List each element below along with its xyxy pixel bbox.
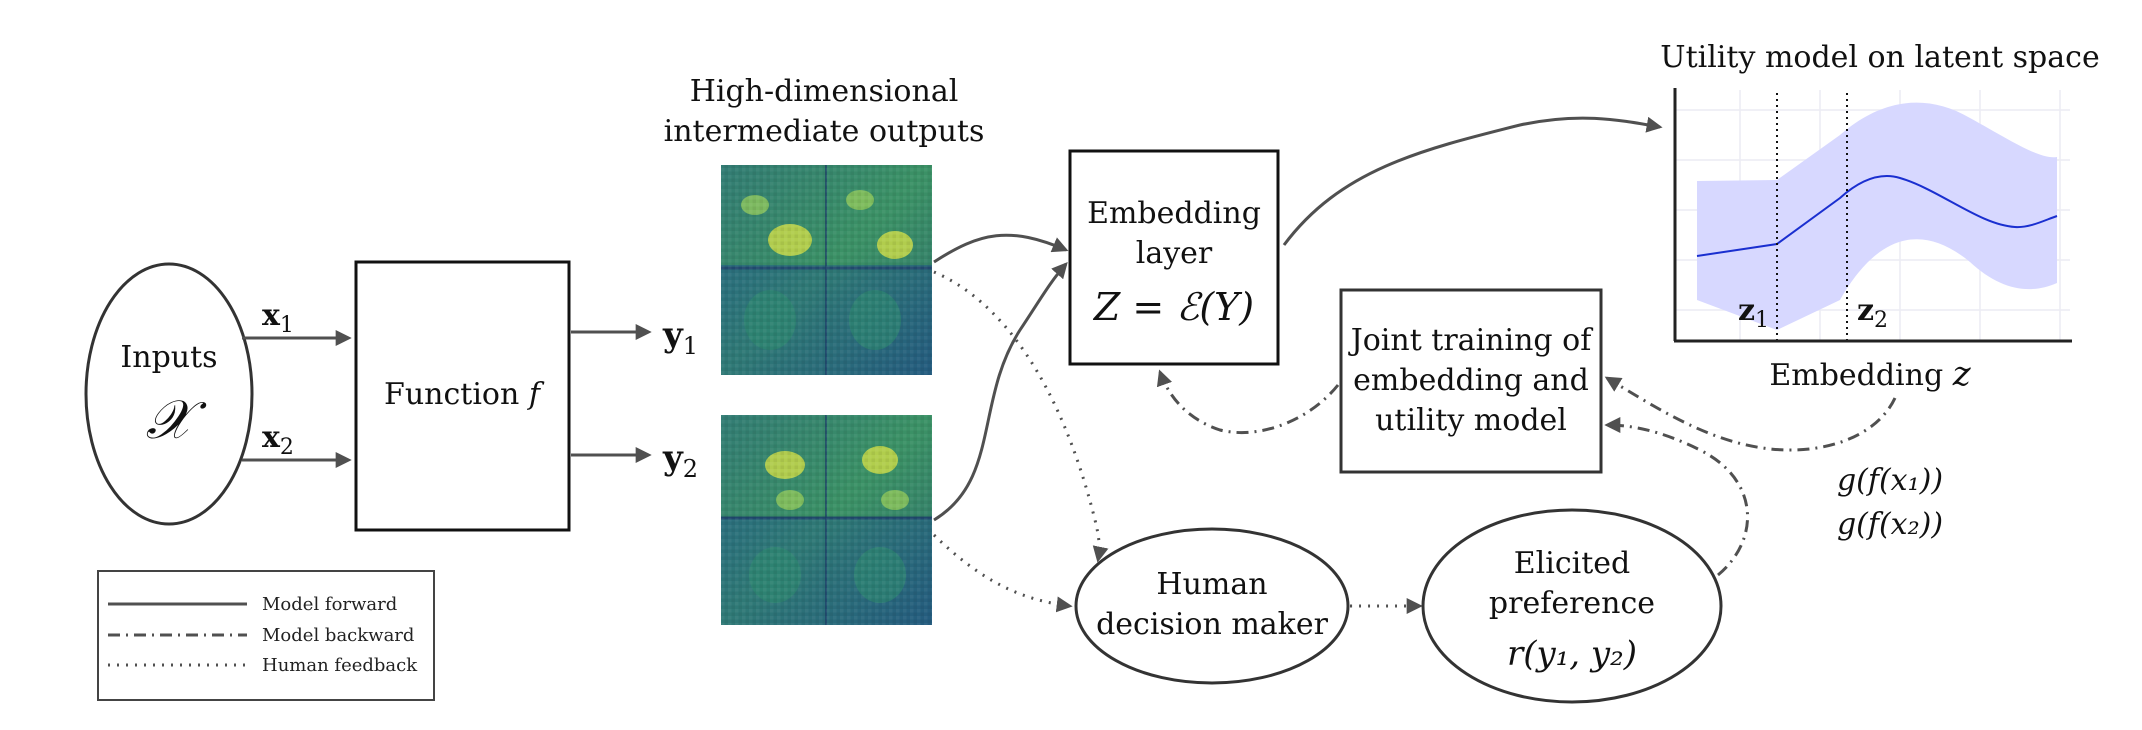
svg-text:y2: y2 [662, 438, 698, 483]
gradient-label-1: g(f(x₁)) [1837, 463, 1943, 498]
z1-label: z [1738, 293, 1755, 328]
y2-subscript: 2 [683, 455, 698, 483]
joint-line2: embedding and [1353, 363, 1589, 398]
gradient-label-2: g(f(x₂)) [1837, 507, 1943, 542]
embedding-formula: Z = ℰ(Y) [1093, 285, 1254, 329]
inputs-label: Inputs [120, 340, 217, 375]
legend-label-forward: Model forward [262, 594, 397, 615]
human-line2: decision maker [1096, 607, 1329, 642]
x2-label: x [262, 420, 281, 455]
embedding-line1: Embedding [1087, 196, 1261, 231]
legend-label-backward: Model backward [262, 625, 414, 646]
z2-label: z [1857, 293, 1874, 328]
forward-arrows-to-embedding [933, 116, 1663, 522]
intermediate-outputs: High-dimensional intermediate outputs [664, 74, 985, 625]
inputs-node: Inputs 𝒳 [84, 262, 254, 526]
human-decision-maker-node: Human decision maker [1074, 527, 1350, 685]
legend-label-feedback: Human feedback [262, 655, 418, 676]
z1-subscript: 1 [1755, 308, 1769, 333]
joint-line1: Joint training of [1348, 323, 1594, 358]
heatmap-image-2 [721, 415, 932, 625]
human-line1: Human [1156, 567, 1267, 602]
plot-xlabel: Embedding [1769, 358, 1943, 393]
embedding-layer-box: Embedding layer Z = ℰ(Y) [1068, 149, 1280, 366]
svg-text:y1: y1 [662, 315, 698, 360]
svg-text:x1: x1 [262, 298, 294, 338]
gradient-labels: g(f(x₁)) g(f(x₂)) [1837, 463, 1943, 542]
plot-axes [1673, 88, 2072, 343]
output-arrows: y1 y2 [571, 315, 698, 483]
joint-training-box: Joint training of embedding and utility … [1339, 288, 1603, 474]
y2-label: y [662, 438, 684, 478]
svg-text:z1: z1 [1738, 293, 1769, 333]
embedding-line2: layer [1136, 236, 1213, 271]
svg-text:x2: x2 [262, 420, 294, 460]
x2-subscript: 2 [280, 435, 294, 460]
utility-plot: Utility model on latent space z1 z2 Embe… [1660, 40, 2099, 394]
preference-formula: r(y₁, y₂) [1507, 634, 1637, 674]
joint-line3: utility model [1375, 403, 1567, 438]
uncertainty-band [1697, 102, 2057, 330]
intermediate-title-line1: High-dimensional [690, 74, 959, 109]
z2-subscript: 2 [1874, 308, 1888, 333]
heatmap-image-1 [721, 165, 932, 375]
y1-subscript: 1 [683, 332, 698, 360]
function-box: Function f [354, 260, 571, 532]
plot-xlabel-var: z [1952, 354, 1972, 394]
x1-label: x [262, 298, 281, 333]
intermediate-title-line2: intermediate outputs [664, 114, 985, 149]
elicited-preference-node: Elicited preference r(y₁, y₂) [1421, 508, 1723, 704]
utility-plot-title: Utility model on latent space [1660, 40, 2099, 75]
legend: Model forward Model backward Human feedb… [97, 570, 435, 701]
y1-label: y [662, 315, 684, 355]
svg-text:Embedding z: Embedding z [1769, 354, 1971, 394]
svg-text:Function f: Function f [384, 377, 545, 412]
utility-mean-curve [1696, 175, 2058, 257]
svg-text:z2: z2 [1857, 293, 1888, 333]
preference-line2: preference [1489, 586, 1655, 621]
x1-subscript: 1 [280, 313, 294, 338]
preference-line1: Elicited [1514, 546, 1631, 581]
backward-arrows [1156, 369, 1897, 577]
input-arrows: x1 x2 [242, 298, 352, 468]
human-feedback-arrows [932, 270, 1423, 614]
function-label: Function [384, 377, 519, 412]
